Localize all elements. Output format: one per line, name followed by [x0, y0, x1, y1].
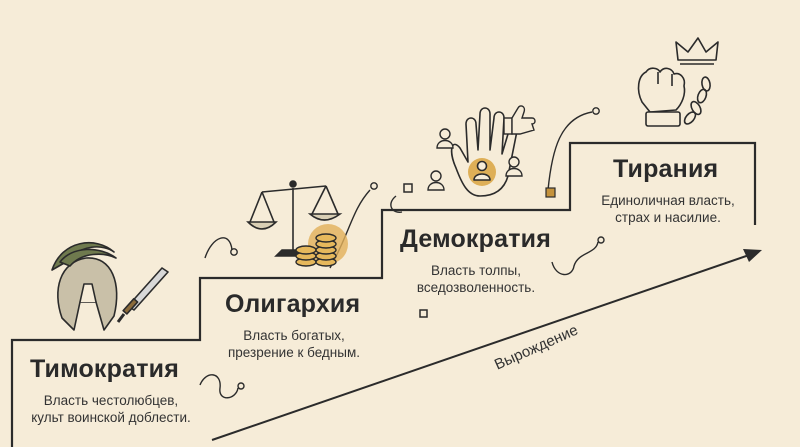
stage-desc-line: Власть честолюбцев, — [43, 393, 179, 408]
stage-desc-line: Власть толпы, — [431, 263, 521, 278]
sword-icon — [116, 267, 169, 323]
stage-desc-line: Единоличная власть, — [601, 193, 735, 208]
people-icon — [427, 128, 523, 191]
stage-desc-line: культ воинской доблести. — [31, 410, 191, 425]
stage-title-tyranny: Тирания — [613, 155, 719, 183]
raised-hand-icon — [450, 107, 518, 197]
decorative-square — [545, 187, 556, 198]
stage-desc-tyranny: Единоличная власть, страх и насилие. — [578, 192, 758, 226]
stage-title-timocracy: Тимократия — [30, 355, 180, 383]
staircase-line — [10, 141, 757, 447]
stage-desc-line: Власть богатых, — [243, 328, 345, 343]
crown-icon — [675, 37, 719, 65]
stage-desc-oligarchy: Власть богатых, презрение к бедным. — [204, 327, 384, 361]
decorative-square — [419, 309, 428, 318]
thumbs-up-icon — [503, 105, 536, 135]
stage-desc-timocracy: Власть честолюбцев, культ воинской добле… — [16, 392, 206, 426]
stage-title-democracy: Демократия — [400, 225, 552, 253]
degeneration-arrow — [211, 249, 762, 441]
stage-title-oligarchy: Олигархия — [225, 290, 361, 318]
stage-desc-line: вседозволенность. — [416, 280, 536, 295]
coins-icon — [295, 224, 348, 267]
stage-desc-line: страх и насилие. — [615, 210, 721, 225]
stage-desc-line: презрение к бедным. — [227, 345, 360, 360]
stage-desc-democracy: Власть толпы, вседозволенность. — [388, 262, 564, 296]
spartan-helmet-icon — [51, 241, 118, 331]
decorative-squiggles — [199, 107, 605, 399]
decorative-square — [403, 183, 413, 193]
chain-icon — [683, 76, 711, 125]
fist-icon — [637, 67, 686, 127]
